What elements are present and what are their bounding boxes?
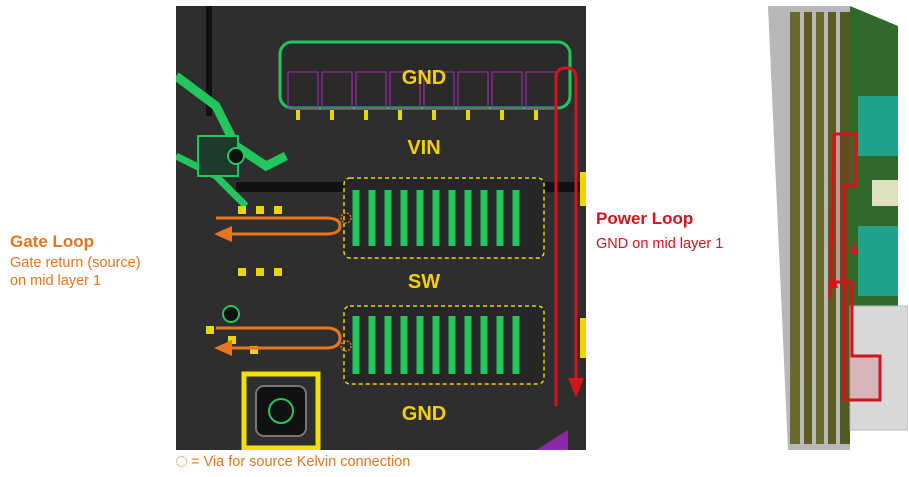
- power-loop-desc: GND on mid layer 1: [596, 236, 724, 252]
- label-vin: VIN: [407, 137, 440, 159]
- gate-loop-desc-line2: on mid layer 1: [10, 273, 102, 289]
- gnd-top-pads: [287, 71, 557, 109]
- kelvin-via-1: [340, 212, 352, 224]
- pcb-layout-view: GND VIN SW GND: [176, 6, 586, 450]
- side-arrow-up: [850, 242, 858, 254]
- via-2: [222, 305, 240, 323]
- label-sw: SW: [408, 271, 440, 293]
- power-arrow-head: [568, 378, 584, 398]
- connector-body: [255, 385, 307, 437]
- connector-outline: [241, 371, 321, 450]
- power-loop-path: [554, 66, 578, 406]
- edge-pad-2: [580, 318, 586, 358]
- gnd-top-pins: [296, 110, 538, 120]
- sw-fingers-top: [352, 190, 520, 246]
- via-legend: = Via for source Kelvin connection: [176, 454, 410, 470]
- board-side-view: [768, 6, 908, 450]
- sw-fingers-bottom: [352, 316, 520, 374]
- connector-pin: [268, 398, 294, 424]
- corner-pad: [536, 430, 568, 450]
- gate-arrow-head-2: [214, 340, 232, 356]
- fet-footprint-2: [343, 305, 545, 385]
- edge-pad-1: [580, 172, 586, 206]
- component-1: [858, 96, 898, 156]
- kelvin-via-2: [340, 340, 352, 352]
- label-gnd-top: GND: [402, 67, 446, 89]
- via-legend-text: = Via for source Kelvin connection: [191, 454, 411, 470]
- connector-side: [849, 305, 908, 431]
- fet-footprint-1: [343, 177, 545, 259]
- gate-drive-trace: [206, 6, 212, 116]
- gate-arrow-head-1: [214, 226, 232, 242]
- gate-loop-desc-line1: Gate return (source): [10, 255, 141, 271]
- component-3: [858, 226, 898, 296]
- gate-loop-arrows: [216, 216, 342, 350]
- power-loop-side: [828, 132, 882, 402]
- kelvin-via-legend-icon: [176, 456, 187, 467]
- label-gnd-bottom: GND: [402, 403, 446, 425]
- side-arrow-down: [830, 276, 838, 288]
- power-loop-title: Power Loop: [596, 209, 694, 228]
- component-2: [872, 180, 898, 206]
- via-1: [227, 147, 245, 165]
- gate-loop-title: Gate Loop: [10, 232, 95, 251]
